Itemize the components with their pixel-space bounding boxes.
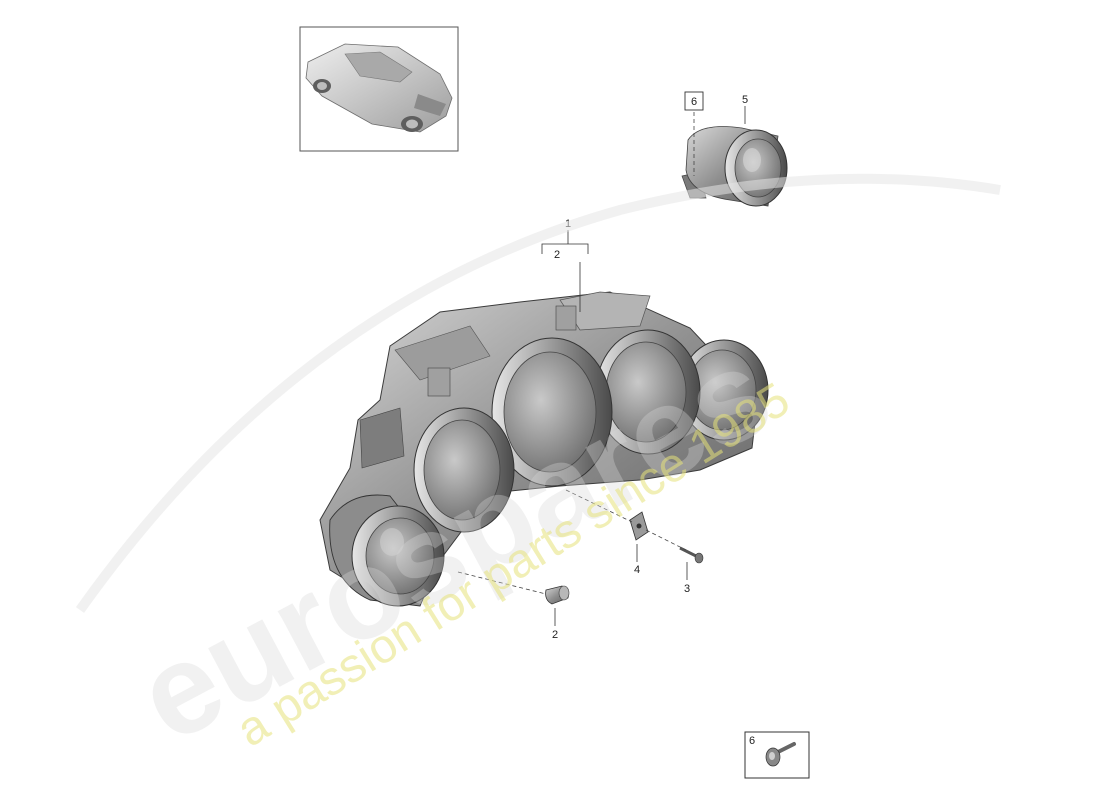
part-4-clip	[629, 511, 649, 541]
callout-6-box	[684, 91, 704, 111]
part-3-screw	[679, 546, 704, 564]
watermark: eurospares a passion for parts since 198…	[75, 173, 1001, 770]
assembly-line-screw	[645, 529, 687, 551]
callout-3: 3	[684, 583, 690, 595]
screw-icon	[765, 742, 796, 767]
assembly-line-cap	[457, 571, 547, 595]
assembly-line-clip	[565, 489, 633, 523]
watermark-swoosh	[75, 173, 1001, 613]
vehicle-thumbnail	[299, 26, 459, 152]
callout-5: 5	[742, 94, 748, 106]
part-1-instrument-cluster	[319, 291, 769, 607]
callout-2: 2	[552, 629, 558, 641]
part-2-cap	[545, 585, 570, 605]
callout-6: 6	[691, 96, 697, 108]
part-6-inset: 6	[744, 731, 810, 779]
callout-4: 4	[634, 564, 640, 576]
car-icon	[305, 43, 453, 133]
inset-label-6: 6	[749, 735, 755, 747]
bracket-1-2	[541, 243, 589, 254]
callout-2-bracket: 2	[554, 249, 560, 261]
